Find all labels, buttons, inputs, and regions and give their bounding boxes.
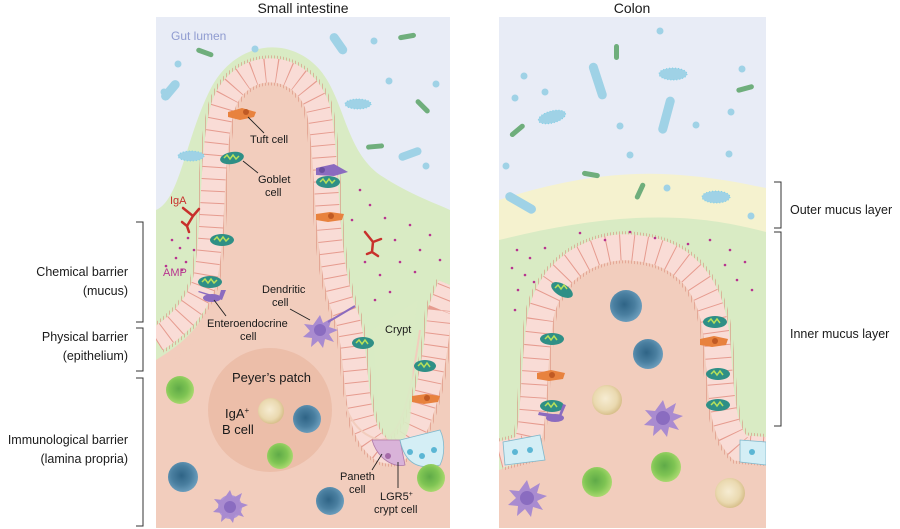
macrophage [316, 487, 344, 515]
t-cell [417, 464, 445, 492]
svg-text:(lamina propria): (lamina propria) [40, 452, 128, 466]
paneth-cell [371, 439, 406, 467]
iga-b-cell-label-2: B cell [222, 422, 254, 437]
tuft-cell-label: Tuft cell [250, 134, 288, 146]
macrophage [633, 339, 663, 369]
dendritic-cell [644, 400, 683, 437]
iga-b-cell-label-1: IgA+ [225, 406, 250, 421]
colon-panel [499, 17, 766, 528]
tuft-cell [228, 108, 440, 404]
svg-text:Immunological barrier: Immunological barrier [8, 433, 128, 447]
goblet-cell [540, 282, 730, 412]
iga-antibody [180, 206, 383, 258]
goblet-cell-label-2: cell [265, 187, 282, 199]
t-cell [651, 452, 681, 482]
igA-b-cell [258, 398, 284, 424]
peyers-patch-label: Peyer’s patch [232, 370, 311, 385]
svg-text:Physical barrier: Physical barrier [42, 330, 128, 344]
svg-text:Inner mucus layer: Inner mucus layer [790, 327, 889, 341]
t-cell [267, 443, 293, 469]
amp-dots [164, 188, 442, 302]
bacteria [160, 32, 440, 170]
enteroendocrine-label-2: cell [240, 331, 257, 343]
lgr5-label-1: LGR5+ [380, 491, 413, 503]
goblet-cell-label-1: Goblet [258, 174, 290, 186]
gut-lumen-label: Gut lumen [171, 29, 226, 43]
enteroendocrine-label-1: Enteroendocrine [207, 318, 288, 330]
left-bracket-chemical: Chemical barrier (mucus) [36, 221, 144, 323]
enteroendocrine-cell [198, 164, 348, 302]
small-intestine-title: Small intestine [257, 0, 348, 16]
amp-label: AMP [163, 267, 187, 279]
dendritic-cell [213, 490, 248, 523]
amp-dots [510, 230, 754, 312]
colon-title: Colon [614, 0, 651, 16]
dendritic-cell [303, 305, 356, 348]
left-bracket-physical: Physical barrier (epithelium) [42, 327, 144, 372]
svg-text:Chemical barrier: Chemical barrier [36, 265, 128, 279]
svg-text:Outer mucus layer: Outer mucus layer [790, 203, 892, 217]
macrophage [293, 405, 321, 433]
iga-label: IgA [170, 195, 187, 207]
tuft-cell [537, 336, 728, 381]
lgr5-label-2: crypt cell [374, 504, 417, 516]
t-cell [582, 467, 612, 497]
left-bracket-immunological: Immunological barrier (lamina propria) [8, 377, 144, 527]
dendritic-cell-label-1: Dendritic [262, 284, 306, 296]
svg-text:(mucus): (mucus) [83, 284, 128, 298]
dendritic-cell [508, 480, 547, 517]
right-bracket-outer-mucus: Outer mucus layer [774, 181, 892, 229]
small-intestine-panel: Gut lumen Tuft cell Goblet cell IgA AMP … [156, 17, 450, 528]
dendritic-cell-label-2: cell [272, 297, 289, 309]
t-cell [166, 376, 194, 404]
paneth-cell-label-1: Paneth [340, 471, 375, 483]
paneth-cell-label-2: cell [349, 484, 366, 496]
macrophage [610, 290, 642, 322]
lgr5-crypt-cells [399, 429, 445, 468]
goblet-cell [198, 151, 436, 372]
svg-text:(epithelium): (epithelium) [63, 349, 128, 363]
macrophage [168, 462, 198, 492]
plasma-cell [715, 478, 745, 508]
crypt-label: Crypt [385, 324, 411, 336]
right-bracket-inner-mucus: Inner mucus layer [774, 231, 889, 427]
bacteria [502, 27, 755, 220]
plasma-cell [592, 385, 622, 415]
